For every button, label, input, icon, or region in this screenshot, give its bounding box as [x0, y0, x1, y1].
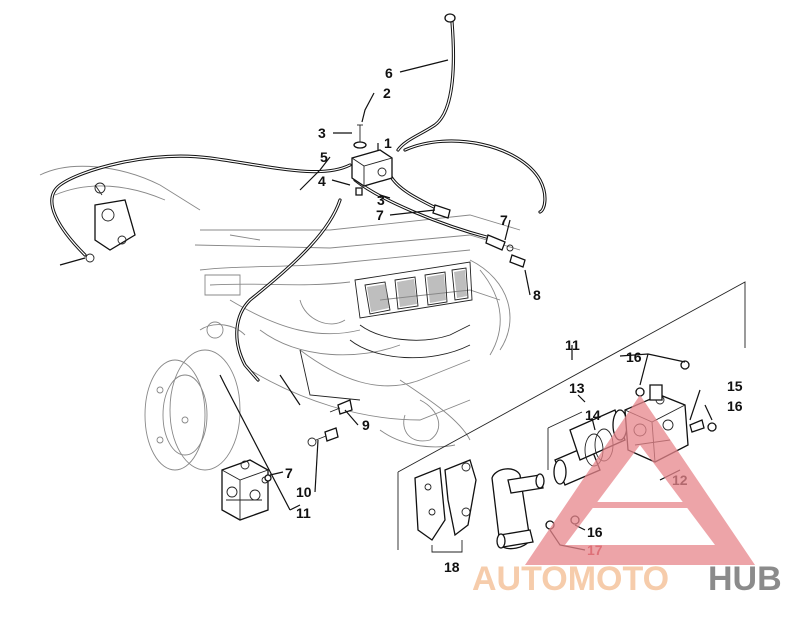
callout-1: 1: [384, 135, 392, 151]
callout-2: 2: [383, 85, 391, 101]
callout-3-upper: 3: [318, 125, 326, 141]
watermark-triangle: [525, 395, 755, 565]
leader-lines: [219, 59, 713, 551]
callout-18: 18: [444, 559, 460, 575]
callout-9: 9: [362, 417, 370, 433]
watermark-hub-text: HUB: [708, 560, 782, 598]
callout-4: 4: [318, 173, 326, 189]
caliper-left: [221, 459, 269, 521]
bolts: [307, 399, 353, 447]
callout-5: 5: [320, 149, 328, 165]
callout-10: 10: [296, 484, 312, 500]
junction-block: [351, 124, 393, 196]
exploded-group-bracket: [397, 281, 746, 550]
automotohub-watermark: AUTOMOTO HUB: [472, 395, 782, 598]
callout-16-bottom: 16: [587, 524, 603, 540]
callout-11-left: 11: [296, 505, 311, 521]
callout-6: 6: [385, 65, 393, 81]
o-rings-and-bleeder: [264, 360, 717, 530]
callout-7-lower: 7: [285, 465, 293, 481]
callout-14: 14: [585, 407, 601, 423]
callout-15: 15: [727, 378, 743, 394]
brake-hoses: [50, 13, 547, 382]
watermark-auto-text: AUTOMOTO: [472, 560, 669, 598]
callout-16-top: 16: [626, 349, 642, 365]
master-cylinder-left: [59, 182, 136, 266]
callout-7-upper: 7: [376, 207, 384, 223]
callout-13: 13: [569, 380, 585, 396]
callout-8: 8: [533, 287, 541, 303]
callout-7-right: 7: [500, 212, 508, 228]
wheel-hub: [144, 321, 246, 471]
mounting-bracket-18: [414, 459, 477, 553]
grille: [354, 261, 473, 319]
caliper-bracket-plate: [491, 468, 545, 550]
callout-11-group: 11: [565, 337, 580, 353]
vehicle-frame-outline: [39, 165, 521, 448]
callout-3-lower: 3: [377, 192, 385, 208]
callout-16-right: 16: [727, 398, 743, 414]
banjo-fittings: [432, 204, 526, 268]
